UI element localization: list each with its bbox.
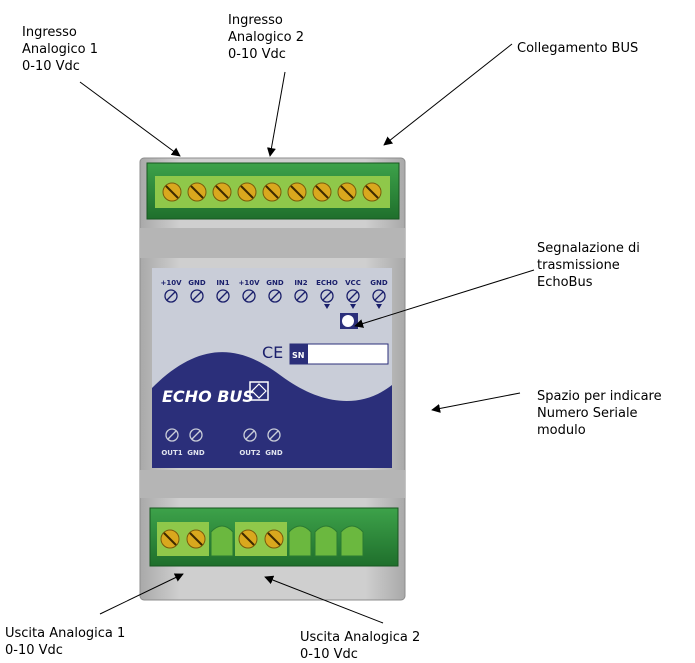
bottom-empty-slot-3 bbox=[210, 525, 234, 557]
brand-diamond-icon bbox=[249, 381, 269, 401]
terminal-label-top-8: VCC bbox=[345, 279, 361, 287]
bottom-screw-1[interactable] bbox=[157, 522, 183, 556]
top-terminal-block bbox=[146, 162, 400, 220]
arrow-output-2 bbox=[264, 575, 384, 624]
terminal-symbol-bottom-4 bbox=[267, 428, 281, 442]
terminal-label-top-6: IN2 bbox=[294, 279, 307, 287]
bottom-screw-5[interactable] bbox=[261, 522, 287, 556]
callout-serial-number: Spazio per indicare Numero Seriale modul… bbox=[537, 389, 662, 438]
terminal-symbol-top-2 bbox=[190, 289, 204, 303]
callout-echobus-led: Segnalazione di trasmissione EchoBus bbox=[537, 241, 640, 290]
terminal-label-top-3: IN1 bbox=[216, 279, 229, 287]
housing-ridge-bottom bbox=[140, 470, 405, 498]
callout-analog-input-2: Ingresso Analogico 2 0-10 Vdc bbox=[228, 13, 305, 62]
terminal-symbol-top-6 bbox=[294, 289, 308, 303]
callout-analog-output-2: Uscita Analogica 2 0-10 Vdc bbox=[300, 630, 421, 662]
callout-analog-output-1: Uscita Analogica 1 0-10 Vdc bbox=[5, 626, 126, 658]
sn-label: SN bbox=[292, 351, 304, 360]
arrow-serial bbox=[431, 392, 521, 413]
bottom-empty-slot-6 bbox=[288, 525, 312, 557]
terminal-symbol-top-4 bbox=[242, 289, 256, 303]
top-screw-9[interactable] bbox=[362, 182, 382, 202]
top-screw-1[interactable] bbox=[162, 182, 182, 202]
terminal-symbol-top-1 bbox=[164, 289, 178, 303]
terminal-symbol-top-9 bbox=[372, 289, 386, 303]
bottom-empty-slot-8 bbox=[340, 525, 364, 557]
housing-ridge-top bbox=[140, 228, 405, 258]
callout-arrows bbox=[79, 43, 535, 624]
terminal-symbol-top-3 bbox=[216, 289, 230, 303]
terminal-symbol-bottom-1 bbox=[165, 428, 179, 442]
terminal-label-bottom-4: GND bbox=[265, 449, 283, 457]
terminal-label-top-2: GND bbox=[188, 279, 206, 287]
label-panel: +10V GND IN1 +10V GND IN2 ECHO VCC GND OUT1 GND OU… bbox=[152, 268, 392, 468]
terminal-label-bottom-2: GND bbox=[187, 449, 205, 457]
top-screw-8[interactable] bbox=[337, 182, 357, 202]
terminal-symbol-top-7 bbox=[320, 289, 334, 303]
bottom-empty-slot-7 bbox=[314, 525, 338, 557]
top-screw-7[interactable] bbox=[312, 182, 332, 202]
brand-logo: ECHO BUS bbox=[162, 387, 254, 406]
callout-bus-connection: Collegamento BUS bbox=[517, 41, 639, 56]
bottom-terminal-block bbox=[149, 507, 399, 567]
ce-mark: CE bbox=[262, 343, 283, 362]
terminal-label-top-9: GND bbox=[370, 279, 388, 287]
arrow-bus bbox=[383, 43, 513, 146]
arrow-output-1 bbox=[99, 573, 184, 615]
bottom-screw-4[interactable] bbox=[235, 522, 261, 556]
terminal-label-top-7: ECHO bbox=[316, 279, 338, 287]
terminal-label-bottom-3: OUT2 bbox=[239, 449, 260, 457]
arrow-echobus-led bbox=[354, 269, 535, 328]
terminal-symbol-bottom-3 bbox=[243, 428, 257, 442]
callout-analog-input-1: Ingresso Analogico 1 0-10 Vdc bbox=[22, 25, 99, 74]
top-screw-4[interactable] bbox=[237, 182, 257, 202]
brand-wave bbox=[152, 352, 392, 468]
top-screw-5[interactable] bbox=[262, 182, 282, 202]
terminal-symbol-bottom-2 bbox=[189, 428, 203, 442]
terminal-label-top-4: +10V bbox=[238, 279, 260, 287]
terminal-symbol-top-8 bbox=[346, 289, 360, 303]
top-screw-2[interactable] bbox=[187, 182, 207, 202]
arrow-input-2 bbox=[266, 71, 286, 157]
terminal-label-top-5: GND bbox=[266, 279, 284, 287]
bottom-screw-2[interactable] bbox=[183, 522, 209, 556]
terminal-label-bottom-1: OUT1 bbox=[161, 449, 182, 457]
terminal-symbol-top-5 bbox=[268, 289, 282, 303]
echobus-led bbox=[342, 315, 354, 327]
terminal-label-top-1: +10V bbox=[160, 279, 182, 287]
top-screw-6[interactable] bbox=[287, 182, 307, 202]
top-screw-3[interactable] bbox=[212, 182, 232, 202]
arrow-input-1 bbox=[79, 81, 181, 157]
